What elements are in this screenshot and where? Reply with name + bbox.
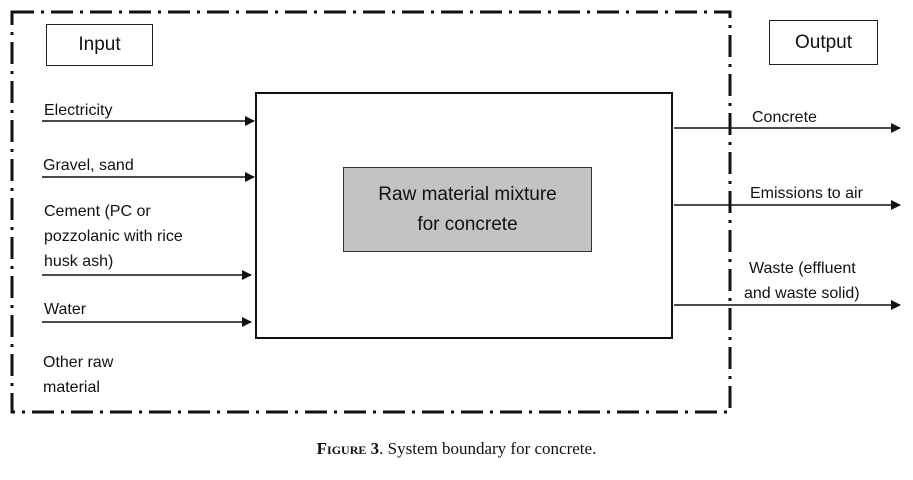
- input-gravel-sand: Gravel, sand: [43, 157, 134, 174]
- input-other-line1: Other raw: [43, 354, 114, 371]
- input-water: Water: [44, 301, 87, 318]
- raw-material-mixture-box: Raw material mixture for concrete: [343, 167, 592, 252]
- system-boundary: [10, 10, 732, 414]
- input-electricity: Electricity: [44, 102, 113, 119]
- output-title: Output: [794, 31, 853, 53]
- output-emissions: Emissions to air: [750, 185, 863, 202]
- process-label-line2: for concrete: [417, 213, 518, 235]
- input-cement-line1: Cement (PC or: [44, 203, 151, 220]
- input-other-line2: material: [43, 379, 100, 396]
- output-waste-line1: Waste (effluent: [749, 260, 856, 277]
- caption-text: . System boundary for concrete.: [379, 439, 597, 458]
- figure-caption: Figure 3. System boundary for concrete.: [0, 439, 913, 459]
- input-title: Input: [78, 34, 121, 55]
- output-waste-line2: and waste solid): [744, 285, 860, 302]
- figure-number: Figure 3: [316, 439, 380, 458]
- output-concrete: Concrete: [752, 109, 817, 126]
- input-title-box: Input: [46, 24, 153, 66]
- input-cement-line2: pozzolanic with rice: [44, 228, 183, 245]
- input-cement-line3: husk ash): [44, 253, 114, 270]
- output-title-box: Output: [769, 20, 878, 65]
- process-label-line1: Raw material mixture: [378, 183, 557, 205]
